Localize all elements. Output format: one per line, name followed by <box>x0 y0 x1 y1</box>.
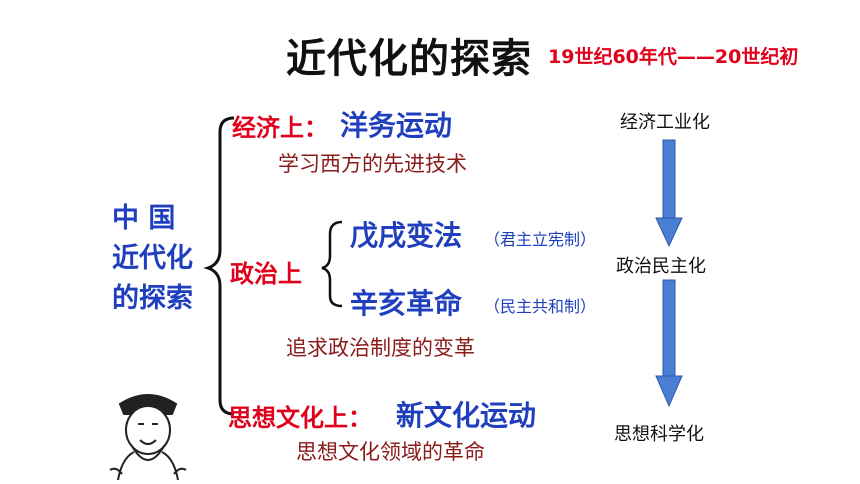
period-label: 19世纪60年代——20世纪初 <box>548 46 799 68</box>
politics-movement-2: 辛亥革命 <box>350 287 463 320</box>
economy-movement: 洋务运动 <box>340 109 453 142</box>
politics-category: 政治上 <box>230 260 302 288</box>
culture-movement: 新文化运动 <box>396 399 537 432</box>
side-label-line1: 中 国 <box>112 203 176 234</box>
politics-note-2: （民主共和制） <box>484 297 597 316</box>
page-title: 近代化的探索 <box>286 36 532 82</box>
arrow-politics-to-culture <box>655 279 683 408</box>
economy-summary: 学习西方的先进技术 <box>278 152 467 176</box>
progression-economy: 经济工业化 <box>620 112 710 133</box>
progression-culture: 思想科学化 <box>614 424 704 445</box>
main-brace <box>203 116 235 416</box>
arrow-economy-to-politics <box>655 139 683 248</box>
side-label-line3: 的探索 <box>112 283 193 314</box>
culture-summary: 思想文化领域的革命 <box>296 440 485 464</box>
politics-movement-1: 戊戌变法 <box>350 219 463 252</box>
culture-category: 思想文化上： <box>228 404 372 432</box>
politics-brace <box>321 220 343 308</box>
politics-summary: 追求政治制度的变革 <box>286 336 475 360</box>
economy-category: 经济上： <box>232 114 328 142</box>
progression-politics: 政治民主化 <box>616 256 706 277</box>
politics-note-1: （君主立宪制） <box>484 230 597 249</box>
side-label-line2: 近代化 <box>112 243 193 274</box>
portrait-illustration <box>109 394 187 481</box>
